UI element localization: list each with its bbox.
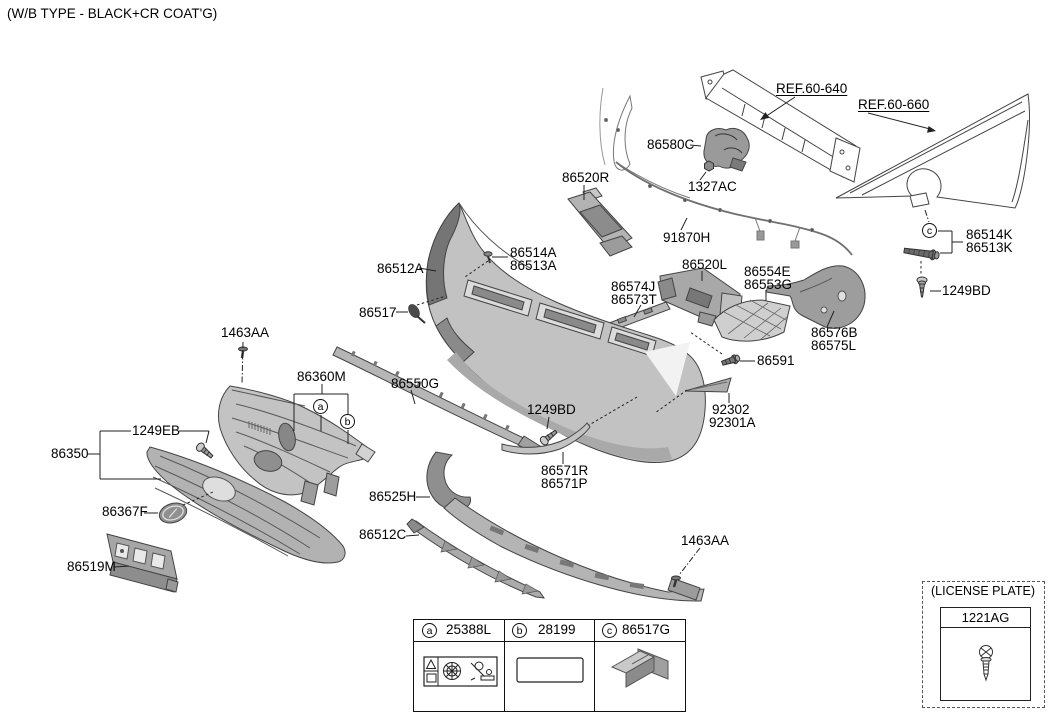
- strip-86512C-shape: [406, 518, 546, 599]
- emblem-86367F-shape: [158, 502, 188, 524]
- part-label-92301A: 92301A: [709, 415, 756, 430]
- part-label-86580C: 86580C: [647, 137, 695, 152]
- part-label-86525H: 86525H: [369, 489, 417, 504]
- bracket-92302-shape: [684, 377, 732, 393]
- strip-86571R-shape: [501, 422, 591, 455]
- legend-marker-a-circle: a: [422, 623, 437, 638]
- part-label-86513K: 86513K: [966, 240, 1013, 255]
- part-label-86520L: 86520L: [682, 257, 728, 272]
- part-label-86519M: 86519M: [67, 559, 116, 574]
- part-label-92302: 92302: [712, 402, 750, 417]
- part-label-86350: 86350: [51, 446, 89, 461]
- leader-lines: [88, 96, 963, 576]
- license-bracket-86519M-shape: [106, 533, 179, 593]
- legend-header-divider: [414, 641, 685, 642]
- part-label-86512A: 86512A: [377, 261, 424, 276]
- bracket-86576B-shape: [765, 265, 866, 329]
- part-label-86550G: 86550G: [391, 376, 440, 391]
- marker-a-circle: a: [313, 399, 328, 414]
- part-label-86591: 86591: [757, 353, 795, 368]
- part-label-86553G: 86553G: [744, 277, 793, 292]
- front-fender-shape: [835, 93, 1030, 209]
- legend-divider: [504, 620, 505, 711]
- lower-grille-86350-shape: [146, 446, 346, 564]
- part-label-86574J: 86574J: [611, 279, 656, 294]
- bumper-back-beam-shape: [700, 69, 861, 183]
- mesh-86554E-shape: [713, 299, 791, 342]
- screw-1249BD-right-icon: [916, 276, 928, 298]
- caution-label-graphic: [423, 656, 498, 687]
- part-label-86576B: 86576B: [811, 325, 858, 340]
- part-label-91870H: 91870H: [663, 230, 711, 245]
- ref-label-60-640: REF.60-640: [776, 81, 848, 96]
- ref-label-60-660: REF.60-660: [858, 97, 930, 112]
- license-plate-part-number: 1221AG: [941, 608, 1030, 628]
- part-label-86514A: 86514A: [510, 245, 557, 260]
- legend-marker-b-circle: b: [512, 623, 527, 638]
- part-label-86514K: 86514K: [966, 227, 1013, 242]
- legend-part-28199: 28199: [538, 622, 576, 637]
- part-label-86513A: 86513A: [510, 258, 557, 273]
- bolt-86514K-icon: [903, 247, 940, 261]
- bracket-86520L-shape: [657, 267, 743, 327]
- license-plate-inner-box: 1221AG: [940, 607, 1031, 701]
- legend-divider: [594, 620, 595, 711]
- wiring-harness-shape: [599, 87, 853, 256]
- clip-86514A-icon: [483, 251, 493, 264]
- clip-86517-icon: [408, 304, 426, 324]
- part-label-1463AA-bottom: 1463AA: [681, 533, 730, 548]
- legend-part-25388L: 25388L: [446, 622, 492, 637]
- part-label-86367F: 86367F: [102, 504, 148, 519]
- part-label-86571R: 86571R: [541, 463, 589, 478]
- license-plate-title: (LICENSE PLATE): [931, 584, 1035, 598]
- part-label-86575L: 86575L: [811, 338, 857, 353]
- part-label-86360M: 86360M: [297, 369, 346, 384]
- nut-1327AC-icon: [704, 160, 714, 172]
- part-label-86571P: 86571P: [541, 476, 588, 491]
- part-label-86573T: 86573T: [611, 292, 657, 307]
- part-label-1327AC: 1327AC: [688, 179, 737, 194]
- legend-table: [413, 619, 686, 712]
- part-label-86517: 86517: [359, 305, 397, 320]
- part-label-86512C: 86512C: [359, 527, 407, 542]
- license-plate-box: [922, 581, 1045, 708]
- bracket-86520R-shape: [567, 187, 633, 257]
- screw-1249BD-mid-icon: [539, 429, 558, 446]
- bolt-86591-icon: [720, 354, 741, 366]
- clip-1463AA-bottom-icon: [671, 575, 681, 588]
- part-label-1249EB: 1249EB: [132, 423, 181, 438]
- bracket-86580C-shape: [703, 127, 750, 172]
- clip-86517G-graphic: [610, 648, 669, 688]
- blank-label-graphic: [516, 657, 584, 683]
- part-label-86554E: 86554E: [744, 264, 791, 279]
- page-title: (W/B TYPE - BLACK+CR COAT'G): [7, 6, 218, 21]
- part-label-1249BD-mid: 1249BD: [527, 402, 576, 417]
- marker-c-circle: c: [922, 223, 937, 238]
- legend-marker-c-circle: c: [602, 623, 617, 638]
- screw-1249EB-icon: [195, 442, 214, 459]
- part-label-1249BD-right: 1249BD: [942, 283, 991, 298]
- license-plate-screw-icon: [979, 645, 993, 682]
- upper-grille-86360M-shape: [217, 385, 376, 506]
- part-label-1463AA-top: 1463AA: [221, 325, 270, 340]
- legend-part-86517G: 86517G: [622, 622, 671, 637]
- marker-b-circle: b: [340, 414, 355, 429]
- part-label-86520R: 86520R: [562, 170, 610, 185]
